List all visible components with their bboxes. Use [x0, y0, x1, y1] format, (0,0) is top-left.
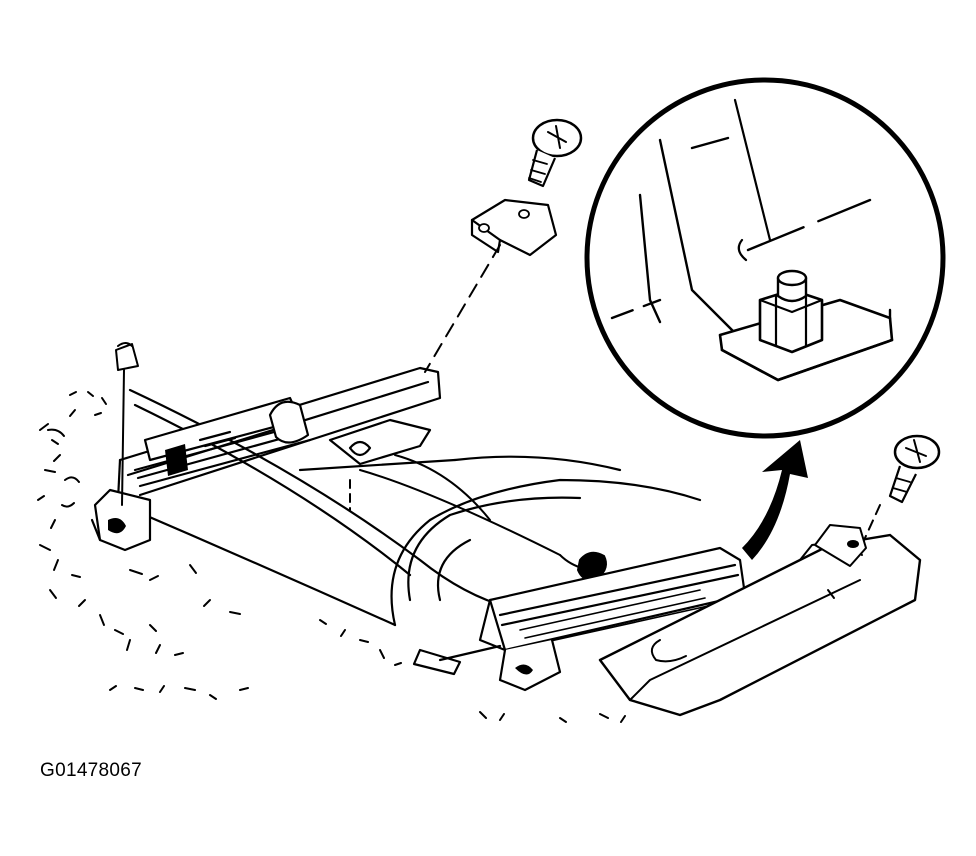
trim-cover: [598, 533, 922, 717]
direction-arrow: [742, 440, 808, 560]
nut-left: [115, 342, 139, 506]
detail-magnifier: [584, 77, 946, 439]
bracket-upper: [470, 198, 558, 257]
screw-upper: [527, 118, 583, 188]
seat-adjuster-track-right: [412, 546, 747, 692]
seat-adjuster-track-left: [116, 366, 442, 502]
figure-id-label: G01478067: [40, 760, 143, 781]
dashed-leader-upper: [424, 244, 501, 373]
seat-front-left-foot: [90, 488, 152, 552]
clip-right: [814, 524, 867, 567]
screw-right: [854, 434, 941, 561]
floor-carpet-texture: [37, 391, 626, 723]
recliner-cable: [349, 454, 607, 581]
